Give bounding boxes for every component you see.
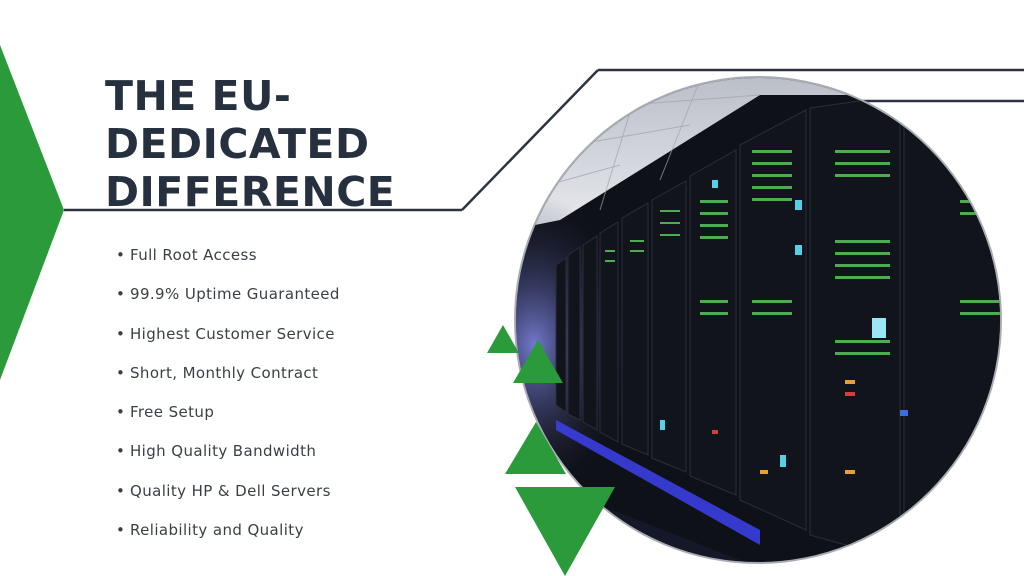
bullet-icon: • — [116, 521, 126, 540]
bullet-icon: • — [116, 285, 126, 304]
bullet-icon: • — [116, 403, 126, 422]
list-item: •Reliability and Quality — [116, 511, 340, 550]
bullet-icon: • — [116, 324, 126, 343]
green-triangles-icon — [487, 325, 615, 576]
list-item: •Short, Monthly Contract — [116, 354, 340, 393]
slide-title: THE EU-DEDICATED DIFFERENCE — [105, 72, 545, 216]
title-line-1: THE EU-DEDICATED — [105, 72, 370, 168]
list-item: •99.9% Uptime Guaranteed — [116, 275, 340, 314]
bullet-icon: • — [116, 481, 126, 500]
list-item: •Highest Customer Service — [116, 315, 340, 354]
server-racks-photo-icon — [514, 76, 1002, 564]
title-line-2: DIFFERENCE — [105, 168, 396, 216]
list-item: •High Quality Bandwidth — [116, 432, 340, 471]
list-item: •Quality HP & Dell Servers — [116, 472, 340, 511]
bullet-icon: • — [116, 442, 126, 461]
bullet-icon: • — [116, 363, 126, 382]
left-chevron-arrow-icon — [0, 45, 64, 380]
bullet-icon: • — [116, 246, 126, 264]
list-item: •Full Root Access — [116, 236, 340, 275]
frame-lines — [64, 68, 1024, 212]
feature-list: •Full Root Access •99.9% Uptime Guarante… — [116, 236, 340, 550]
list-item: •Free Setup — [116, 393, 340, 432]
